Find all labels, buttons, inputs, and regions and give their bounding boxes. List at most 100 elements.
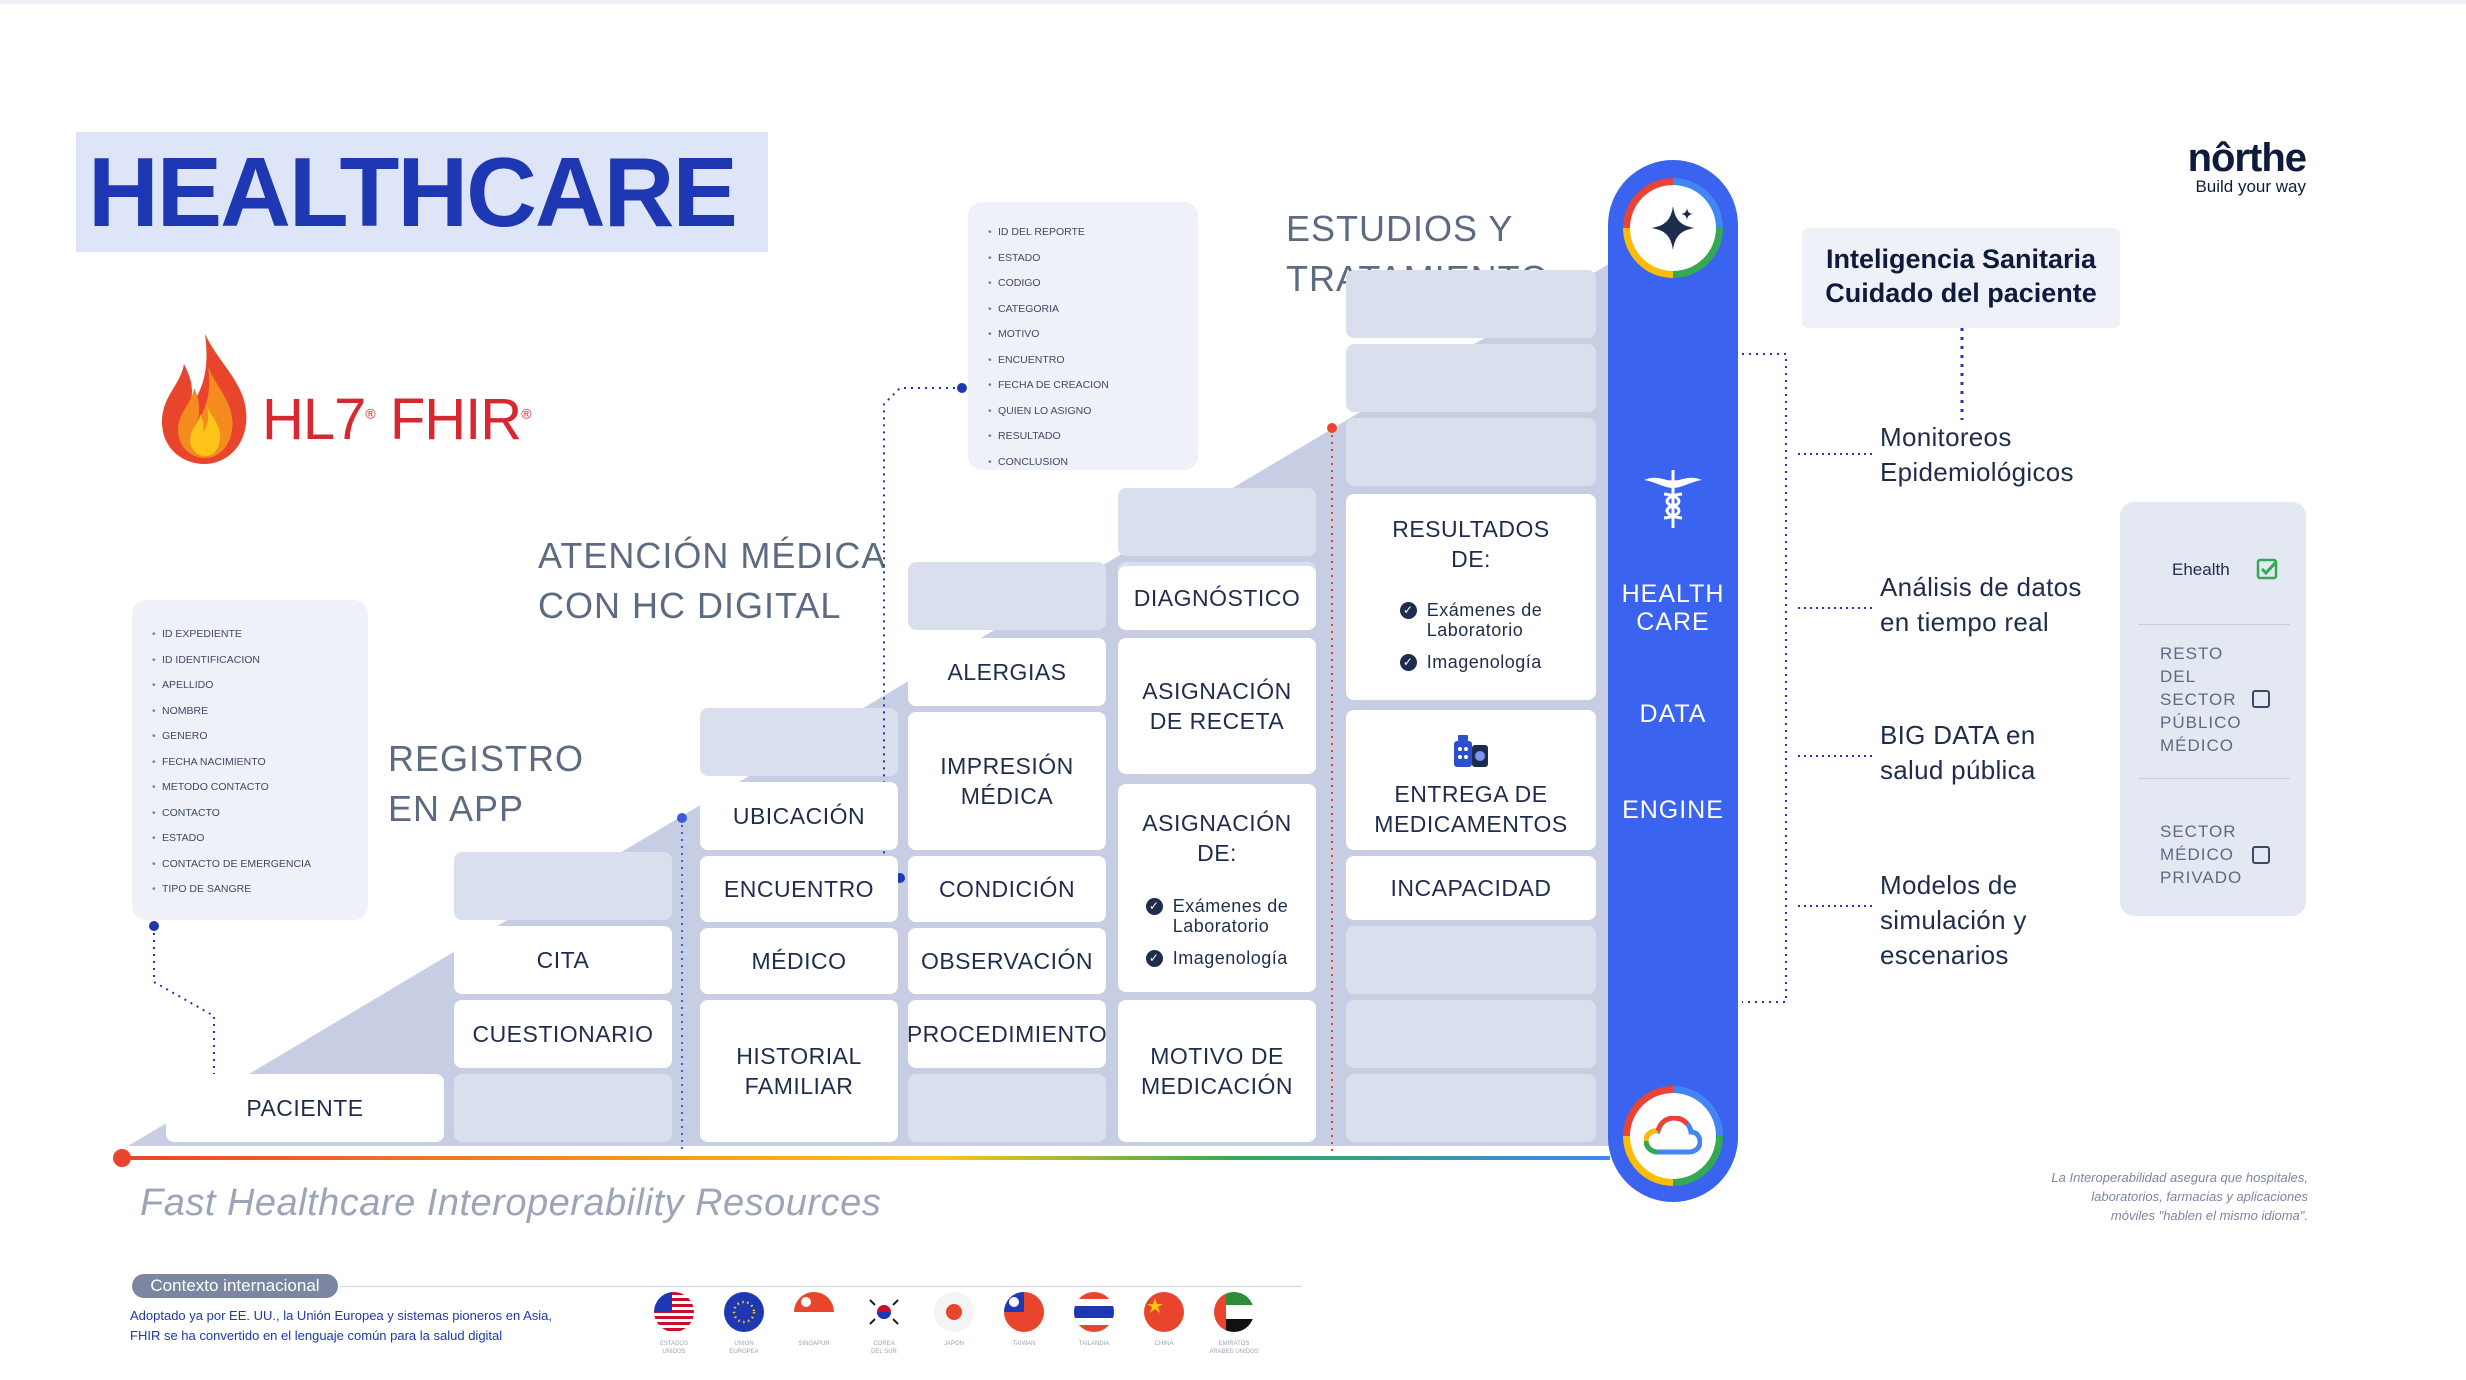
blank-cell <box>454 852 672 920</box>
sector-card: Ehealth RESTO DEL SECTOR PÚBLICO MÉDICO … <box>2120 502 2306 916</box>
check-circle-icon: ✓ <box>1399 602 1417 619</box>
field-item: GENERO <box>152 724 350 750</box>
sector-privado-label: SECTOR MÉDICO PRIVADO <box>2160 822 2243 887</box>
cell-medico: MÉDICO <box>700 928 898 994</box>
title-background <box>76 132 768 252</box>
intel-title: Inteligencia Sanitaria <box>1825 244 2097 274</box>
field-item: METODO CONTACTO <box>152 775 350 801</box>
cell-asignacion-receta: ASIGNACIÓN DE RECETA <box>1118 638 1316 774</box>
caduceus-icon <box>1644 470 1702 528</box>
blank-cell <box>908 1074 1106 1142</box>
google-cloud-ring <box>1623 1086 1723 1186</box>
cell-entrega-medicamentos: ENTREGA DE MEDICAMENTOS <box>1346 710 1596 850</box>
fhir-flame-icon <box>162 334 247 464</box>
cell-motivo-medicacion: MOTIVO DE MEDICACIÓN <box>1118 1000 1316 1142</box>
blank-cell <box>908 562 1106 630</box>
asignacion-item-imagenologia: ✓ Imagenología <box>1145 948 1289 968</box>
insight-modelos: Modelos de simulación y escenarios <box>1880 870 2027 970</box>
field-item: MOTIVO <box>988 322 1180 348</box>
field-item: TIPO DE SANGRE <box>152 877 350 903</box>
cell-paciente: PACIENTE <box>166 1074 444 1142</box>
context-divider <box>340 1286 1302 1287</box>
stage-label-registro: REGISTRO EN APP <box>388 738 585 829</box>
northe-tagline: Build your way <box>2195 177 2306 196</box>
healthcare-data-engine: HEALTH CARE DATA ENGINE <box>1608 160 1738 1202</box>
field-item: QUIEN LO ASIGNO <box>988 399 1180 425</box>
patient-fields-list: ID EXPEDIENTEID IDENTIFICACIONAPELLIDONO… <box>150 622 350 903</box>
engine-label-data: DATA <box>1639 700 1707 728</box>
cell-observacion: OBSERVACIÓN <box>908 928 1106 994</box>
cell-diagnostico: DIAGNÓSTICO <box>1118 566 1316 630</box>
field-item: CODIGO <box>988 271 1180 297</box>
field-item: ID EXPEDIENTE <box>152 622 350 648</box>
engine-label-engine: ENGINE <box>1622 796 1724 824</box>
resultados-item-imagenologia: ✓ Imagenología <box>1399 652 1543 672</box>
cell-ubicacion: UBICACIÓN <box>700 782 898 850</box>
field-item: CONTACTO <box>152 801 350 827</box>
checkbox-sector-privado[interactable] <box>2252 846 2270 864</box>
blank-cell <box>1118 488 1316 556</box>
sparkle-icon <box>1651 206 1695 250</box>
cell-condicion: CONDICIÓN <box>908 856 1106 922</box>
thailand-flag-icon <box>1074 1292 1114 1332</box>
cell-alergias: ALERGIAS <box>908 638 1106 706</box>
cell-cita: CITA <box>454 926 672 994</box>
stage-label-atencion: ATENCIÓN MÉDICA CON HC DIGITAL <box>538 535 887 626</box>
field-item: ID DEL REPORTE <box>988 220 1180 246</box>
checkbox-checked-icon[interactable] <box>2256 558 2280 582</box>
sector-ehealth-label: Ehealth <box>2172 560 2230 579</box>
insight-monitoreos: Monitoreos Epidemiológicos <box>1880 422 2074 487</box>
sector-publico-label: RESTO DEL SECTOR PÚBLICO MÉDICO <box>2160 644 2242 755</box>
field-item: FECHA NACIMIENTO <box>152 750 350 776</box>
check-circle-icon: ✓ <box>1145 898 1163 915</box>
cell-cuestionario: CUESTIONARIO <box>454 1000 672 1068</box>
intel-subtitle: Cuidado del paciente <box>1825 278 2097 308</box>
blank-cell <box>1346 926 1596 994</box>
context-description: Adoptado ya por EE. UU., la Unión Europe… <box>130 1308 553 1343</box>
field-item: CONTACTO DE EMERGENCIA <box>152 852 350 878</box>
report-fields-card: ID DEL REPORTEESTADOCODIGOCATEGORIAMOTIV… <box>968 202 1198 475</box>
flag-label: SINGAPUR <box>798 1341 830 1347</box>
cell-historial-familiar: HISTORIAL FAMILIAR <box>700 1000 898 1142</box>
cell-encuentro: ENCUENTRO <box>700 856 898 922</box>
blank-cell <box>1346 1000 1596 1068</box>
context-pill: Contexto internacional <box>132 1274 338 1298</box>
northe-logo: nôrthe Build your way <box>2176 136 2307 196</box>
field-item: FECHA DE CREACION <box>988 373 1180 399</box>
engine-label-healthcare: HEALTH CARE <box>1621 580 1725 636</box>
google-cloud-icon <box>1644 1116 1702 1155</box>
usa-flag-icon <box>654 1292 694 1332</box>
insight-big-data: BIG DATA en salud pública <box>1880 720 2036 785</box>
blank-cell <box>1346 344 1596 412</box>
field-item: ESTADO <box>988 246 1180 272</box>
check-circle-icon: ✓ <box>1145 950 1163 967</box>
flag-label: TAIWAN <box>1012 1341 1036 1347</box>
singapore-flag-icon <box>794 1292 834 1332</box>
korea-flag-icon <box>864 1292 904 1332</box>
field-item: NOMBRE <box>152 699 350 725</box>
top-divider <box>0 0 2466 4</box>
blank-cell <box>700 708 898 776</box>
china-flag-icon <box>1144 1292 1184 1332</box>
gemini-ring <box>1623 178 1723 278</box>
checkbox-sector-publico[interactable] <box>2252 690 2270 708</box>
check-circle-icon: ✓ <box>1399 654 1417 671</box>
cell-incapacidad: INCAPACIDAD <box>1346 856 1596 920</box>
blank-cell <box>1346 418 1596 486</box>
fhir-subtitle: Fast Healthcare Interoperability Resourc… <box>140 1182 882 1224</box>
blank-cell <box>1346 270 1596 338</box>
northe-wordmark: nôrthe <box>2187 136 2307 180</box>
report-fields-list: ID DEL REPORTEESTADOCODIGOCATEGORIAMOTIV… <box>986 220 1180 475</box>
uae-flag-icon <box>1214 1292 1254 1332</box>
flag-label: CHINA <box>1154 1341 1174 1347</box>
insight-analisis: Análisis de datos en tiempo real <box>1880 572 2082 637</box>
